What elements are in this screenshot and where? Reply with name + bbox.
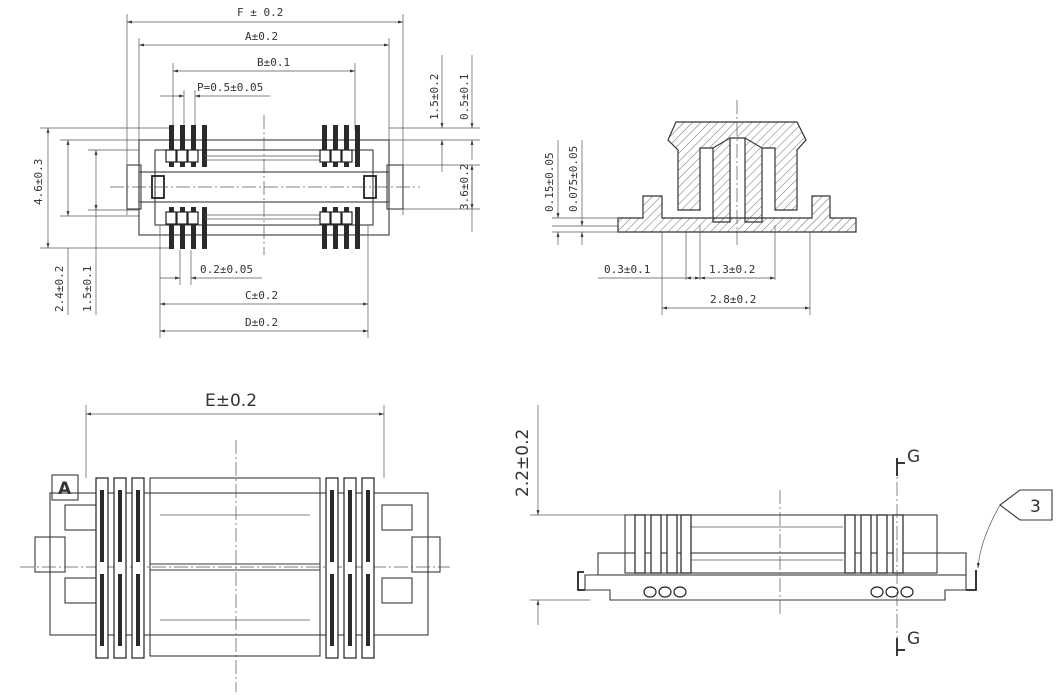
side-pins-right bbox=[844, 514, 914, 598]
label-A: A bbox=[58, 479, 72, 499]
bottom-pins-right bbox=[325, 477, 375, 659]
dim-B-label: B±0.1 bbox=[257, 56, 290, 69]
dim-P-label: P=0.5±0.05 bbox=[197, 81, 263, 94]
dim-1-5-right-label: 1.5±0.2 bbox=[428, 74, 441, 120]
dim-0-5-label: 0.5±0.1 bbox=[458, 74, 471, 120]
side-view: 2.2±0.2 bbox=[513, 405, 1053, 656]
dim-E-label: E±0.2 bbox=[205, 391, 257, 411]
callout-3: 3 bbox=[1030, 497, 1041, 517]
dim-2-2-label: 2.2±0.2 bbox=[513, 429, 533, 497]
section-view: 0.15±0.05 0.075±0.05 0.3±0.1 1.3±0.2 2.8… bbox=[543, 100, 857, 315]
dim-0-15-label: 0.15±0.05 bbox=[543, 152, 556, 212]
bottom-pins-left bbox=[95, 477, 145, 659]
dim-3-6-label: 3.6±0.2 bbox=[458, 164, 471, 210]
dim-0-075-label: 0.075±0.05 bbox=[567, 146, 580, 212]
pins-bottom-right bbox=[319, 207, 360, 249]
pins-bottom-left bbox=[165, 207, 322, 249]
dim-F-label: F ± 0.2 bbox=[237, 6, 283, 19]
dim-A-label: A±0.2 bbox=[245, 30, 278, 43]
section-mark-bottom: G bbox=[907, 629, 920, 649]
dim-2-4-label: 2.4±0.2 bbox=[53, 266, 66, 312]
section-mark-top: G bbox=[907, 447, 920, 467]
dim-1-3-label: 1.3±0.2 bbox=[709, 263, 755, 276]
dim-C-label: C±0.2 bbox=[245, 289, 278, 302]
bottom-view: E±0.2 A bbox=[20, 391, 450, 692]
dim-D-label: D±0.2 bbox=[245, 316, 278, 329]
pins-top-right bbox=[319, 125, 360, 167]
top-view: F ± 0.2 A±0.2 B±0.1 P=0.5±0.05 bbox=[32, 6, 480, 338]
dim-1-5-left-label: 1.5±0.1 bbox=[81, 266, 94, 312]
dim-0-3-label: 0.3±0.1 bbox=[604, 263, 650, 276]
pins-top-left bbox=[165, 125, 322, 167]
dim-2-8-label: 2.8±0.2 bbox=[710, 293, 756, 306]
dim-4-6-label: 4.6±0.3 bbox=[32, 159, 45, 205]
side-pins-left bbox=[634, 514, 692, 598]
dim-0-2-label: 0.2±0.05 bbox=[200, 263, 253, 276]
